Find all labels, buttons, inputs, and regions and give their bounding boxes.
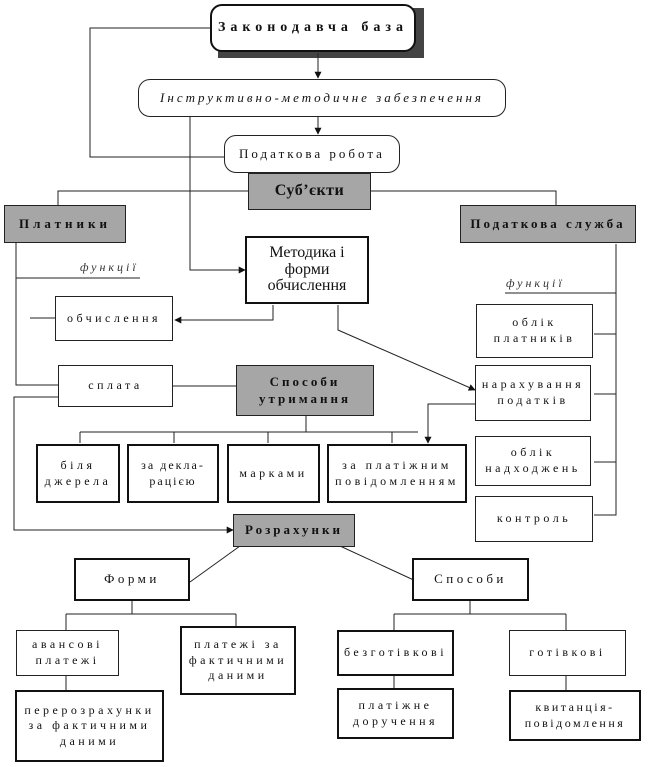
payer-accounting-node: облік платників: [476, 304, 593, 358]
cash-node: готівкові: [509, 630, 626, 676]
non-cash-node: безготівкові: [337, 630, 454, 676]
settlements-node: Розрахунки: [233, 514, 355, 547]
by-notice-node: за платіжним повідомленням: [327, 444, 467, 503]
instructive-support-node: Інструктивно-методичне забезпечення: [138, 79, 506, 117]
at-source-node: біля джерела: [36, 444, 120, 503]
recalculations-node: перерозрахунки за фактичними даними: [15, 690, 164, 762]
by-stamps-node: марками: [227, 444, 320, 503]
payers-functions-label: функції: [80, 260, 139, 274]
tax-service-node: Податкова служба: [460, 205, 636, 243]
control-node: контроль: [475, 496, 593, 542]
receipts-accounting-node: облік надходжень: [475, 436, 591, 486]
by-declaration-node: за декла-рацією: [127, 444, 219, 503]
receipt-notice-node: квитанція-повідомлення: [509, 690, 641, 741]
calculation-node: обчислення: [55, 296, 173, 341]
advance-payments-node: авансові платежі: [16, 630, 119, 676]
methods-node: Методика і форми обчислення: [245, 236, 369, 304]
payers-node: Платники: [4, 205, 126, 243]
subjects-node: Суб’єкти: [248, 173, 371, 210]
tax-work-node: Податкова робота: [224, 135, 400, 173]
tax-assessment-node: нарахування податків: [475, 365, 591, 421]
service-functions-label: функції: [506, 276, 565, 290]
forms-node: Форми: [74, 558, 190, 601]
payment-node: сплата: [58, 365, 173, 407]
actual-payments-node: платежі за фактичними даними: [180, 626, 296, 695]
payment-order-node: платіжне доручення: [337, 688, 454, 739]
ways-node: Способи: [412, 558, 529, 601]
legal-base-node: Законодавча база: [210, 4, 416, 52]
collection-methods-node: Способи утримання: [236, 365, 374, 416]
